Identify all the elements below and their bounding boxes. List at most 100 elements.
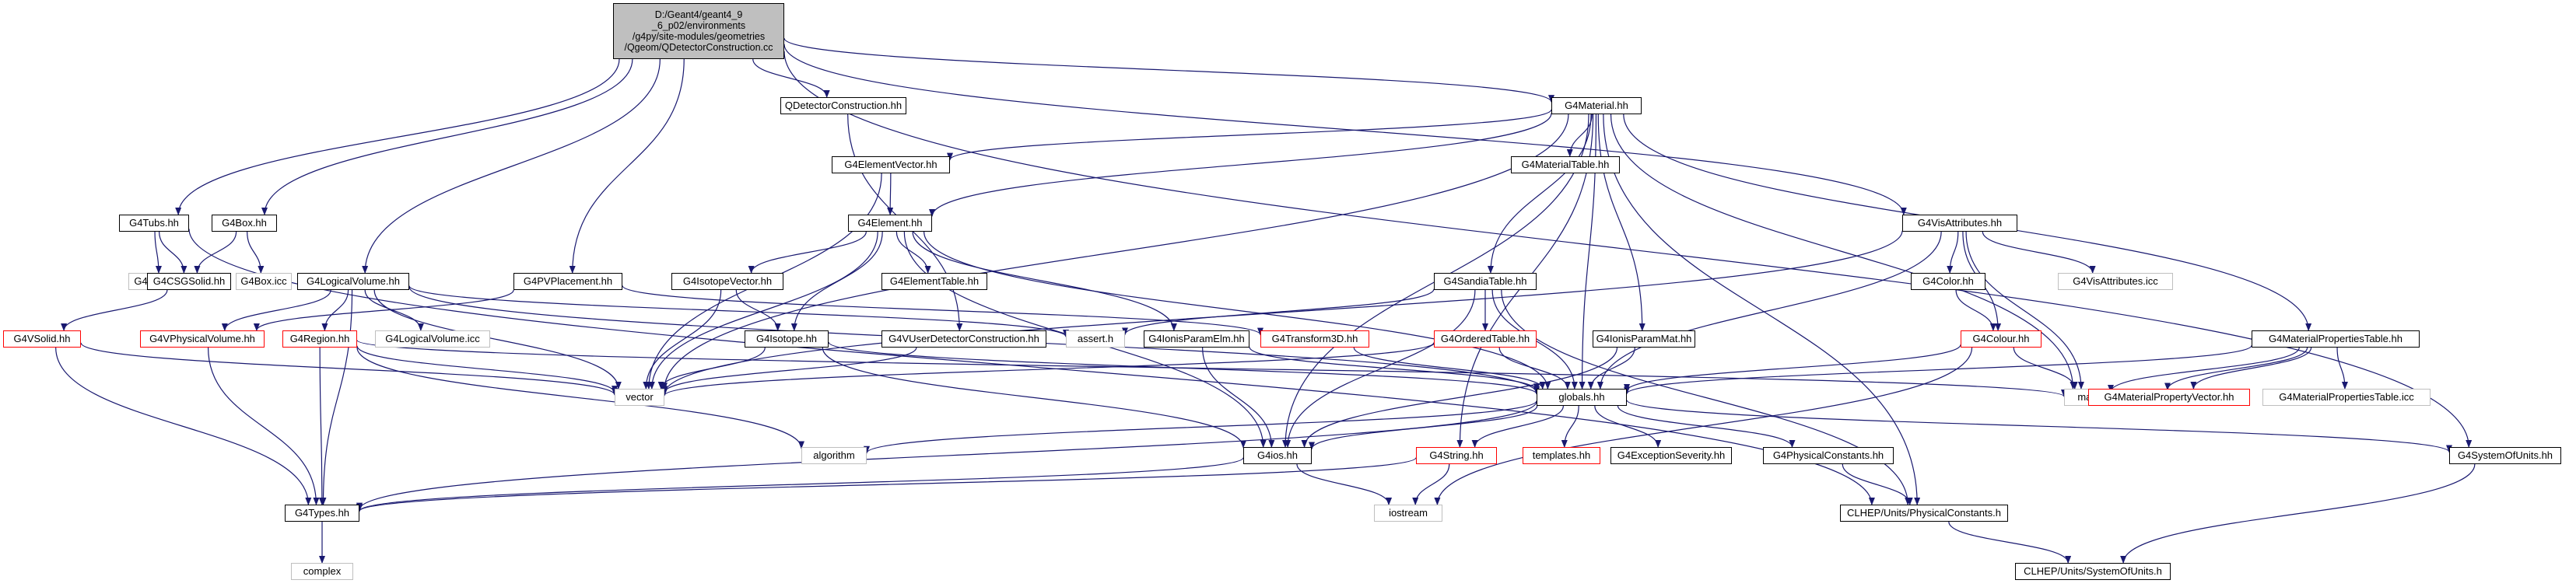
node-label: G4Colour.hh [1972, 333, 2030, 344]
node-label: G4MaterialPropertyVector.hh [2104, 391, 2234, 403]
node-clhepphys[interactable]: CLHEP/Units/PhysicalConstants.h [1840, 505, 2008, 522]
node-clhepsou[interactable]: CLHEP/Units/SystemOfUnits.h [2015, 563, 2171, 580]
node-root[interactable]: D:/Geant4/geant4_9_6_p02/environments/g4… [613, 3, 784, 59]
node-g4exception[interactable]: G4ExceptionSeverity.hh [1610, 447, 1732, 464]
edge-g4logicalvolume-to-asserth [408, 285, 1069, 338]
node-label: G4SandiaTable.hh [1443, 275, 1527, 287]
node-g4tubs[interactable]: G4Tubs.hh [119, 215, 189, 232]
node-label: G4LogicalVolume.hh [307, 275, 400, 287]
edge-root-to-g4visattributes [783, 44, 1907, 215]
node-g4ionisparamelm[interactable]: G4IonisParamElm.hh [1144, 330, 1249, 348]
edge-g4pvplacement-to-g4transform3d [622, 285, 1263, 336]
node-g4string[interactable]: G4String.hh [1416, 447, 1497, 464]
node-complex[interactable]: complex [291, 563, 353, 580]
node-g4visattributesicc[interactable]: G4VisAttributes.icc [2058, 273, 2173, 290]
node-g4visattributes[interactable]: G4VisAttributes.hh [1902, 215, 2017, 232]
node-label: iostream [1389, 507, 1428, 519]
node-vector[interactable]: vector [615, 389, 664, 406]
edge-root-to-g4pvplacement [569, 58, 685, 274]
node-templates[interactable]: templates.hh [1523, 447, 1600, 464]
node-label: templates.hh [1532, 449, 1591, 461]
node-qdc[interactable]: QDetectorConstruction.hh [780, 97, 906, 114]
node-label: /Qgeom/QDetectorConstruction.cc [624, 42, 773, 53]
node-g4transform3d[interactable]: G4Transform3D.hh [1260, 330, 1369, 348]
edge-g4string-to-iostream [1412, 463, 1450, 505]
node-g4isotopevector[interactable]: G4IsotopeVector.hh [671, 273, 783, 290]
node-g4element[interactable]: G4Element.hh [848, 215, 932, 232]
edge-g4material-to-globals [1579, 114, 1597, 390]
edge-g4material-to-g4element [929, 113, 1552, 218]
edge-g4box-to-g4boxicc [247, 231, 265, 274]
node-g4csgsolid[interactable]: G4CSGSolid.hh [147, 273, 231, 290]
edge-g4vsolid-to-vector [80, 342, 618, 396]
node-label: G4Material.hh [1565, 100, 1628, 111]
node-g4mpt[interactable]: G4MaterialPropertiesTable.hh [2252, 330, 2420, 348]
node-g4vphysicalvolume[interactable]: G4VPhysicalVolume.hh [140, 330, 265, 348]
edge-g4element-to-g4elementtable [895, 231, 931, 274]
node-label: G4Transform3D.hh [1271, 333, 1358, 344]
edge-g4ios-to-iostream [1296, 463, 1392, 505]
node-iostream[interactable]: iostream [1374, 505, 1442, 522]
node-g4orderedtable[interactable]: G4OrderedTable.hh [1434, 330, 1537, 348]
edge-g4string-to-g4types [356, 457, 1417, 512]
edge-g4vsolid-to-g4types [55, 347, 312, 505]
node-label: G4SystemOfUnits.hh [2457, 449, 2553, 461]
node-g4material[interactable]: G4Material.hh [1551, 97, 1642, 114]
node-g4elementtable[interactable]: G4ElementTable.hh [881, 273, 987, 290]
node-asserth[interactable]: assert.h [1066, 330, 1125, 348]
node-globals[interactable]: globals.hh [1537, 389, 1627, 406]
node-g4box[interactable]: G4Box.hh [212, 215, 277, 232]
edge-g4logicalvolume-to-g4vphysicalvolume [221, 289, 331, 331]
node-label: G4PVPlacement.hh [523, 275, 613, 287]
edge-g4region-to-map [356, 340, 2067, 398]
node-g4logicalvolume[interactable]: G4LogicalVolume.hh [297, 273, 409, 290]
edge-g4sandiatable-to-clhepphys [1501, 289, 1912, 505]
edge-g4box-to-g4csgsolid [194, 231, 237, 274]
node-g4region[interactable]: G4Region.hh [282, 330, 357, 348]
edge-g4tubs-to-g4tubsicc [154, 231, 162, 274]
edge-g4logicalvolume-to-g4types [320, 289, 353, 505]
node-g4sandiatable[interactable]: G4SandiaTable.hh [1434, 273, 1537, 290]
edge-g4region-to-vector [356, 345, 618, 394]
node-label: G4IsotopeVector.hh [682, 275, 773, 287]
node-g4materialtable[interactable]: G4MaterialTable.hh [1511, 156, 1620, 173]
node-g4ionisparammat[interactable]: G4IonisParamMat.hh [1593, 330, 1695, 348]
node-g4isotope[interactable]: G4Isotope.hh [745, 330, 829, 348]
node-label: G4Region.hh [289, 333, 350, 344]
node-g4colour[interactable]: G4Colour.hh [1961, 330, 2042, 348]
edge-g4material-to-clhepphys [1603, 114, 1921, 505]
edge-g4pvplacement-to-g4vphysicalvolume [253, 289, 514, 331]
node-algorithm[interactable]: algorithm [801, 447, 867, 464]
node-g4mpticc[interactable]: G4MaterialPropertiesTable.icc [2262, 389, 2431, 406]
node-g4vuserdc[interactable]: G4VUserDetectorConstruction.hh [881, 330, 1046, 348]
node-g4elementvector[interactable]: G4ElementVector.hh [832, 156, 950, 173]
node-g4sou[interactable]: G4SystemOfUnits.hh [2449, 447, 2561, 464]
node-label: assert.h [1077, 333, 1114, 344]
node-g4boxicc[interactable]: G4Box.icc [236, 273, 292, 290]
node-label: G4ExceptionSeverity.hh [1617, 449, 1726, 461]
node-g4mpv[interactable]: G4MaterialPropertyVector.hh [2088, 389, 2250, 406]
node-g4vsolid[interactable]: G4VSolid.hh [3, 330, 81, 348]
edge-g4mpt-to-map [2108, 347, 2300, 393]
node-g4color[interactable]: G4Color.hh [1911, 273, 1985, 290]
node-g4physconst[interactable]: G4PhysicalConstants.hh [1763, 447, 1894, 464]
edge-root-to-qdc [752, 58, 830, 98]
node-label: G4Types.hh [294, 507, 350, 519]
node-g4pvplacement[interactable]: G4PVPlacement.hh [513, 273, 622, 290]
edge-g4elementvector-to-g4element [887, 173, 894, 215]
edge-root-to-g4tubs [175, 58, 620, 215]
edge-g4ios-to-g4types [356, 457, 1244, 512]
edge-g4visattributes-to-globals [1596, 231, 1942, 390]
node-label: vector [626, 391, 654, 403]
edge-g4material-to-g4ionisparammat [1597, 114, 1645, 331]
node-g4types[interactable]: G4Types.hh [285, 505, 359, 522]
node-g4ios[interactable]: G4ios.hh [1243, 447, 1312, 464]
edge-g4ionisparammat-to-globals [1587, 347, 1635, 390]
edge-g4material-to-g4materialtable [1566, 114, 1593, 157]
edge-g4material-to-map [1610, 114, 2077, 390]
node-g4logicalvolumeicc[interactable]: G4LogicalVolume.icc [375, 330, 490, 348]
node-label: G4MaterialPropertiesTable.hh [2269, 333, 2403, 344]
edge-globals-to-algorithm [864, 400, 1537, 454]
